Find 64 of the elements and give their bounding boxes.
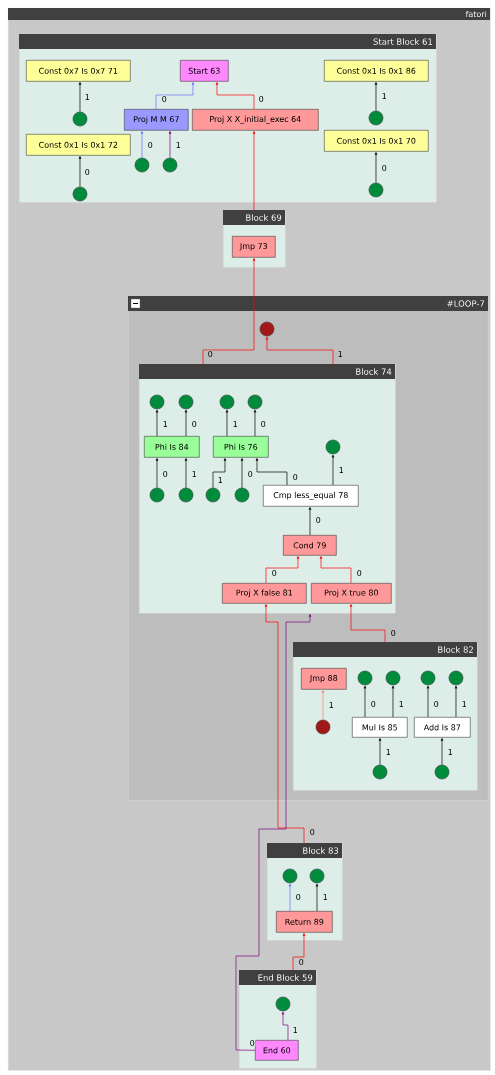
arrow bbox=[378, 738, 382, 766]
arrow bbox=[255, 458, 288, 486]
circle-node bbox=[309, 868, 325, 884]
arrow bbox=[265, 336, 334, 365]
circle-node bbox=[162, 157, 178, 173]
circle-node bbox=[325, 439, 341, 455]
arrow bbox=[374, 152, 378, 184]
arrow bbox=[374, 82, 378, 112]
arrow bbox=[78, 82, 82, 113]
circle-node bbox=[315, 719, 331, 735]
circle-node bbox=[368, 110, 384, 126]
arrow bbox=[240, 458, 244, 489]
circle-node bbox=[259, 321, 275, 337]
arrow bbox=[184, 458, 188, 489]
arrow bbox=[225, 409, 229, 437]
arrow bbox=[155, 82, 195, 110]
circle-node bbox=[149, 394, 165, 410]
circle-node bbox=[434, 764, 450, 780]
circle-node bbox=[372, 764, 388, 780]
arrow bbox=[292, 933, 306, 971]
arrow bbox=[264, 604, 305, 844]
arrow bbox=[265, 556, 300, 584]
circle-node bbox=[448, 670, 464, 686]
circle-node bbox=[368, 182, 384, 198]
arrow bbox=[319, 556, 352, 584]
circle-node bbox=[385, 670, 401, 686]
arrow bbox=[253, 409, 257, 437]
circle-node bbox=[275, 996, 291, 1012]
arrow bbox=[168, 131, 172, 159]
arrow bbox=[202, 258, 256, 365]
arrow bbox=[212, 458, 227, 489]
circle-node bbox=[72, 111, 88, 127]
circle-node bbox=[205, 487, 221, 503]
arrow bbox=[321, 690, 325, 721]
arrow bbox=[391, 685, 395, 718]
circle-node bbox=[420, 670, 436, 686]
circle-node bbox=[72, 186, 88, 202]
arrow bbox=[235, 614, 312, 1051]
arrow bbox=[454, 685, 458, 718]
circle-node bbox=[178, 487, 194, 503]
arrow bbox=[78, 156, 82, 188]
circle-node bbox=[357, 670, 373, 686]
arrow bbox=[426, 685, 430, 718]
arrow bbox=[308, 507, 312, 536]
circle-node bbox=[219, 394, 235, 410]
circle-node bbox=[149, 487, 165, 503]
circle-node bbox=[134, 157, 150, 173]
arrow bbox=[252, 131, 256, 211]
arrow bbox=[440, 738, 444, 766]
circle-node bbox=[282, 868, 298, 884]
arrow bbox=[331, 454, 335, 486]
arrow bbox=[215, 82, 255, 110]
circle-node bbox=[178, 394, 194, 410]
arrow bbox=[363, 685, 367, 718]
arrow bbox=[281, 1011, 289, 1041]
arrow bbox=[155, 409, 159, 437]
circle-node bbox=[247, 394, 263, 410]
arrow bbox=[315, 883, 319, 912]
arrow bbox=[155, 458, 159, 489]
arrow bbox=[288, 883, 292, 912]
arrow bbox=[140, 131, 144, 159]
arrow bbox=[349, 604, 386, 643]
circle-node bbox=[234, 487, 250, 503]
arrow bbox=[184, 409, 188, 437]
